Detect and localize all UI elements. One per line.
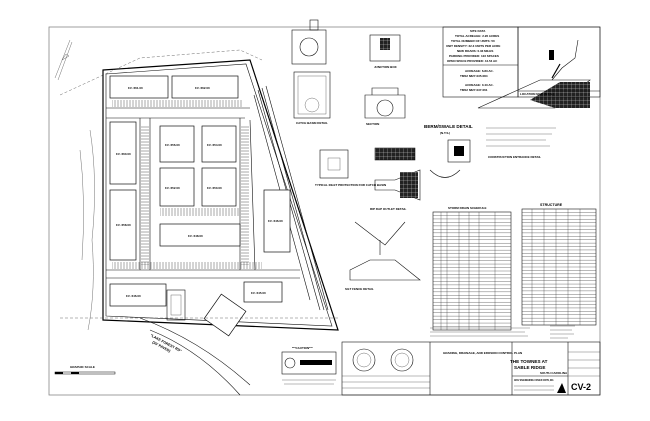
caution-box: ***CAUTION*** [281,346,337,385]
plan-title: GRADING, DRAINAGE, AND EROSION CONTROL P… [443,351,522,355]
storm-drain-schedule: STORM DRAIN SCHEDULE [432,206,512,331]
building-ff-label: F.F. 645.00 [251,291,266,295]
project-name-line2: SABLE RIDGE [514,365,545,370]
project-name-line1: THE TOWNES AT [510,359,548,364]
storm-drain-title: STORM DRAIN SCHEDULE [448,206,486,210]
parcel-acreage: ACREAGE: 0.43 AC. [465,83,494,87]
site-data-heading: SITE DATA [470,29,486,33]
building-ff-label: F.F. 650.00 [207,186,222,190]
riprap-title: RIP RAP OUTLET DETAIL [370,207,407,211]
notes [430,325,575,339]
structure-table: STRUCTURE [521,203,597,326]
building [159,223,241,247]
property-line [59,49,263,96]
parcel-acreage: ACREAGE: 6.83 AC. [465,69,494,73]
building-ff-label: F.F. 646.00 [268,219,283,223]
site-data-line: NEW ROADS: 0.33 MILES [457,49,493,53]
building [109,283,167,307]
building-ff-label: F.F. 656.00 [165,143,180,147]
building [243,281,283,303]
section-title: SECTION [366,122,379,126]
details-area: CATCH BASIN DETAIL JUNCTION BOX SECTION … [291,19,591,291]
catch-basin-section [293,71,331,119]
site-data-line: OPEN SPACE PROVIDED: 44.54 AC [447,59,498,63]
location-map-label: LOCATION MAP (N.T.S.) [520,92,554,96]
building [203,293,247,337]
building [159,167,195,207]
project-location: SOUTH CAROLINA [540,371,568,375]
building-ff-label: F.F. 658.00 [116,223,131,227]
firm-name: GRAY ENGINEERING CONSULTANTS, INC. [514,378,554,382]
site-data-line: UNIT DENSITY: 22.3 UNITS PER ACRE [446,44,500,48]
title-block: GRADING, DRAINAGE, AND EROSION CONTROL P… [341,341,601,396]
berm-nts: (N.T.S.) [440,131,450,135]
firm-logo [557,383,566,393]
inlet-protection-title: TYPICAL INLET PROTECTION FOR CATCH BASIN [315,183,386,187]
catch-basin-plan [291,29,327,65]
silt-fence-title: SILT FENCE DETAIL [345,287,374,291]
site-data-box: SITE DATA TOTAL ACREAGE: 2.26 ACRES TOTA… [442,26,519,98]
construction-entrance-title: CONSTRUCTION ENTRANCE DETAIL [488,155,541,159]
detention-pond [166,289,186,321]
building-ff-label: F.F. 646.00 [126,294,141,298]
site-data-line: PARKING PROVIDED: 123 SPACES [449,54,499,58]
parcel-tms: TMS# 6827-035-084 [460,74,488,78]
building [201,125,237,163]
parcel-tms: TMS# 6827-037-061 [460,88,488,92]
building-ff-label: F.F. 648.00 [188,234,203,238]
building-ff-label: F.F. 654.00 [207,143,222,147]
engineer-seal [352,348,376,372]
catch-basin-title: CATCH BASIN DETAIL [296,121,328,125]
site-plan: F.F. 661.00 F.F. 662.00 F.F. 660.00 F.F.… [54,39,340,396]
construction-entrance [477,79,591,109]
site-data-line: TOTAL ACREAGE: 2.26 ACRES [455,34,499,38]
building [109,75,169,99]
graphic-scale-label: GRAPHIC SCALE [70,365,95,369]
building-ff-label: F.F. 660.00 [116,152,131,156]
silt-fence [349,259,421,281]
surveyor-seal [390,348,414,372]
inlet-plan [447,139,471,163]
building [171,75,239,99]
junction-box-title: JUNCTION BOX [374,65,397,69]
sheet-number: CV-2 [571,382,591,392]
caution-title: ***CAUTION*** [292,346,314,350]
riprap-outlet [374,169,421,201]
building-ff-label: F.F. 652.00 [165,186,180,190]
lake-forest-road [139,317,251,396]
site-data-line: TOTAL NUMBER OF UNITS: 50 [451,39,495,43]
site-boundary [102,59,339,331]
location-map: LOCATION MAP (N.T.S.) [517,26,601,98]
building-ff-label: F.F. 661.00 [128,86,143,90]
structure-title: STRUCTURE [540,203,563,207]
building [159,125,195,163]
junction-box-plan [369,34,401,62]
building-ff-label: F.F. 662.00 [195,86,210,90]
building [109,121,137,185]
berm-swale-title: BERM/SWALE DETAIL [424,124,473,129]
building [201,167,237,207]
building [263,189,291,253]
building [109,189,137,261]
